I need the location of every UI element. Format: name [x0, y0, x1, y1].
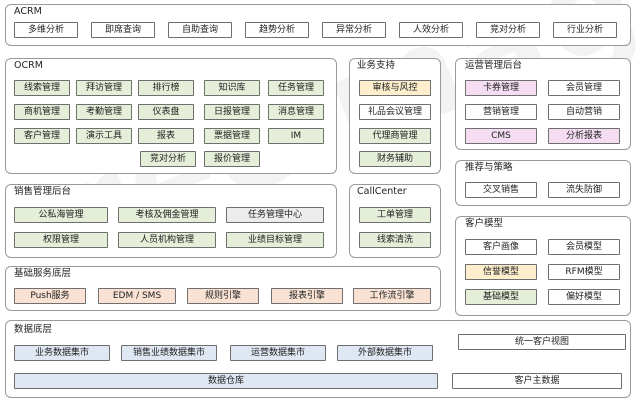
- callcenter-title: CallCenter: [357, 186, 407, 197]
- data-mart-item[interactable]: 外部数据集市: [337, 345, 433, 361]
- data-mart-item[interactable]: 销售业绩数据集市: [121, 345, 217, 361]
- data-mart-item[interactable]: 运营数据集市: [230, 345, 326, 361]
- business-support-title: 业务支持: [357, 60, 396, 71]
- ocrm-title: OCRM: [14, 60, 43, 71]
- sales-admin-item[interactable]: 权限管理: [14, 232, 108, 248]
- business-support-item[interactable]: 代理商管理: [359, 128, 431, 144]
- recommend-item[interactable]: 流失防御: [548, 182, 620, 198]
- ocrm-item[interactable]: 报价管理: [204, 151, 260, 167]
- ocrm-item[interactable]: IM: [268, 128, 324, 144]
- acrm-item[interactable]: 趋势分析: [245, 22, 309, 38]
- ocrm-item[interactable]: 日报管理: [204, 104, 260, 120]
- ocrm-item[interactable]: 考勤管理: [76, 104, 132, 120]
- ocrm-item[interactable]: 客户管理: [14, 128, 70, 144]
- base-services-item[interactable]: 规则引擎: [187, 288, 259, 304]
- customer-model-item[interactable]: 偏好模型: [548, 289, 620, 305]
- base-services-item[interactable]: 报表引擎: [271, 288, 343, 304]
- ocrm-item[interactable]: 报表: [138, 128, 194, 144]
- ops-admin-item[interactable]: 营销管理: [465, 104, 537, 120]
- sales-admin-item[interactable]: 任务管理中心: [226, 207, 324, 223]
- ops-admin-title: 运营管理后台: [465, 60, 523, 71]
- customer-master-data[interactable]: 客户主数据: [452, 373, 622, 389]
- sales-admin-item[interactable]: 业绩目标管理: [226, 232, 324, 248]
- customer-model-title: 客户模型: [465, 218, 504, 229]
- sales-admin-item[interactable]: 考核及佣金管理: [118, 207, 216, 223]
- ocrm-item[interactable]: 知识库: [204, 80, 260, 96]
- ocrm-item[interactable]: 演示工具: [76, 128, 132, 144]
- data-layer-title: 数据底层: [14, 324, 53, 335]
- business-support-item[interactable]: 礼品会议管理: [359, 104, 431, 120]
- ocrm-item[interactable]: 消息管理: [268, 104, 324, 120]
- customer-model-item[interactable]: 基础模型: [465, 289, 537, 305]
- data-mart-item[interactable]: 业务数据集市: [14, 345, 110, 361]
- acrm-item[interactable]: 竞对分析: [476, 22, 540, 38]
- callcenter-item[interactable]: 工单管理: [359, 207, 431, 223]
- base-services-item[interactable]: EDM / SMS: [98, 288, 176, 304]
- unified-customer-view[interactable]: 统一客户视图: [458, 334, 626, 350]
- acrm-item[interactable]: 自助查询: [168, 22, 232, 38]
- sales-admin-item[interactable]: 公私海管理: [14, 207, 108, 223]
- base-services-item[interactable]: Push服务: [14, 288, 86, 304]
- ocrm-item[interactable]: 线索管理: [14, 80, 70, 96]
- ocrm-item[interactable]: 商机管理: [14, 104, 70, 120]
- ocrm-item[interactable]: 拜访管理: [76, 80, 132, 96]
- acrm-item[interactable]: 即席查询: [91, 22, 155, 38]
- sales-admin-title: 销售管理后台: [14, 186, 72, 197]
- data-warehouse[interactable]: 数据仓库: [14, 373, 438, 389]
- ops-admin-item[interactable]: CMS: [465, 128, 537, 144]
- acrm-item[interactable]: 多维分析: [14, 22, 78, 38]
- acrm-item[interactable]: 人效分析: [399, 22, 463, 38]
- customer-model-item[interactable]: 信誉模型: [465, 264, 537, 280]
- ops-admin-item[interactable]: 分析报表: [548, 128, 620, 144]
- ops-admin-item[interactable]: 自动营销: [548, 104, 620, 120]
- customer-model-item[interactable]: RFM模型: [548, 264, 620, 280]
- base-services-item[interactable]: 工作流引擎: [353, 288, 431, 304]
- ocrm-item[interactable]: 任务管理: [268, 80, 324, 96]
- ops-admin-item[interactable]: 卡券管理: [465, 80, 537, 96]
- callcenter-item[interactable]: 线索清洗: [359, 232, 431, 248]
- ocrm-item[interactable]: 竞对分析: [140, 151, 196, 167]
- acrm-item[interactable]: 行业分析: [553, 22, 617, 38]
- customer-model-item[interactable]: 会员模型: [548, 239, 620, 255]
- ocrm-item[interactable]: 排行榜: [138, 80, 194, 96]
- base-services-title: 基础服务底层: [14, 268, 72, 279]
- business-support-item[interactable]: 财务辅助: [359, 151, 431, 167]
- customer-model-item[interactable]: 客户画像: [465, 239, 537, 255]
- acrm-title: ACRM: [14, 6, 42, 17]
- ocrm-item[interactable]: 票据管理: [204, 128, 260, 144]
- recommend-title: 推荐与策略: [465, 162, 513, 173]
- sales-admin-item[interactable]: 人员机构管理: [118, 232, 216, 248]
- recommend-item[interactable]: 交叉销售: [465, 182, 537, 198]
- ocrm-item[interactable]: 仪表盘: [138, 104, 194, 120]
- ops-admin-item[interactable]: 会员管理: [548, 80, 620, 96]
- business-support-item[interactable]: 审核与风控: [359, 80, 431, 96]
- acrm-item[interactable]: 异常分析: [322, 22, 386, 38]
